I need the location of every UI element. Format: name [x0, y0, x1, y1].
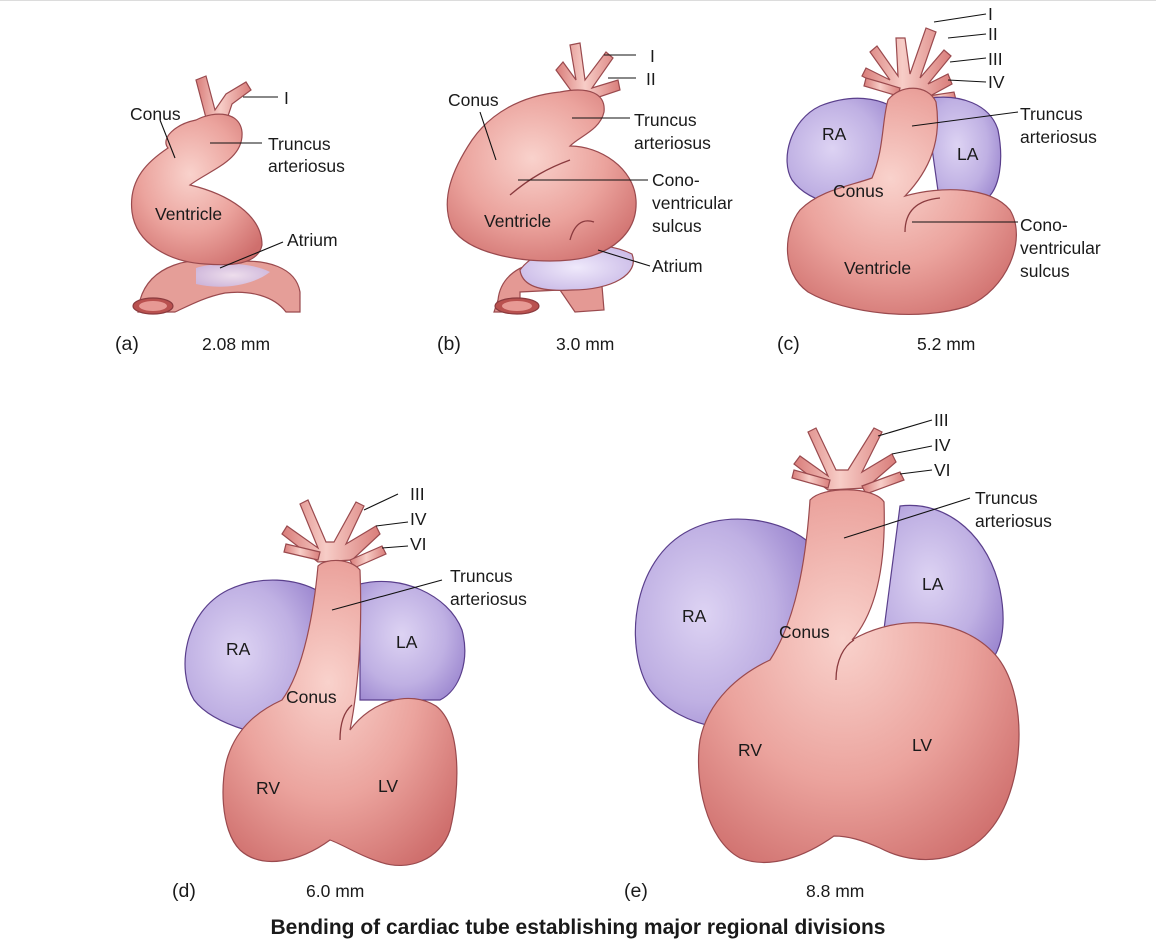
panel-c-size: 5.2 mm	[917, 334, 975, 354]
label-b-truncus-1: Truncus	[634, 110, 697, 130]
label-a-atrium: Atrium	[287, 230, 338, 250]
panel-c-letter: (c)	[777, 333, 800, 355]
label-d-ra: RA	[226, 639, 251, 659]
label-e-rv: RV	[738, 740, 762, 760]
label-b-cv-3: sulcus	[652, 216, 702, 236]
panel-a: Conus I Truncus arteriosus Ventricle Atr…	[115, 76, 345, 355]
label-e-truncus-2: arteriosus	[975, 511, 1052, 531]
panel-d-letter: (d)	[172, 880, 196, 902]
label-c-cv-3: sulcus	[1020, 261, 1070, 281]
label-c-arch-i: I	[988, 4, 993, 24]
panel-a-ventricle	[132, 114, 262, 265]
label-d-rv: RV	[256, 778, 280, 798]
label-d-lv: LV	[378, 776, 398, 796]
label-d-conus: Conus	[286, 687, 337, 707]
label-c-cv-2: ventricular	[1020, 238, 1101, 258]
label-a-truncus-1: Truncus	[268, 134, 331, 154]
label-d-truncus-1: Truncus	[450, 566, 513, 586]
panel-a-size: 2.08 mm	[202, 334, 270, 354]
panel-d: III IV VI Truncus arteriosus RA LA Conus…	[172, 484, 527, 902]
label-b-cv-1: Cono-	[652, 170, 700, 190]
label-c-truncus-2: arteriosus	[1020, 127, 1097, 147]
panel-a-letter: (a)	[115, 333, 139, 355]
panel-d-size: 6.0 mm	[306, 881, 364, 901]
label-a-conus: Conus	[130, 104, 181, 124]
label-c-cv-1: Cono-	[1020, 215, 1068, 235]
label-d-arch-iii: III	[410, 484, 425, 504]
label-e-truncus-1: Truncus	[975, 488, 1038, 508]
label-c-arch-iii: III	[988, 49, 1003, 69]
label-c-ventricle: Ventricle	[844, 258, 911, 278]
label-e-lv: LV	[912, 735, 932, 755]
label-d-la: LA	[396, 632, 418, 652]
label-b-conus: Conus	[448, 90, 499, 110]
label-a-ventricle: Ventricle	[155, 204, 222, 224]
figure-caption: Bending of cardiac tube establishing maj…	[271, 916, 886, 939]
label-b-arch-ii: II	[646, 69, 656, 89]
label-b-ventricle: Ventricle	[484, 211, 551, 231]
label-b-cv-2: ventricular	[652, 193, 733, 213]
panel-b-ventricle	[447, 90, 636, 261]
label-d-truncus-2: arteriosus	[450, 589, 527, 609]
label-d-arch-iv: IV	[410, 509, 427, 529]
label-e-arch-vi: VI	[934, 460, 951, 480]
panel-e-letter: (e)	[624, 880, 648, 902]
label-c-truncus-1: Truncus	[1020, 104, 1083, 124]
panel-b-size: 3.0 mm	[556, 334, 614, 354]
panel-b-letter: (b)	[437, 333, 461, 355]
label-e-arch-iv: IV	[934, 435, 951, 455]
label-e-ra: RA	[682, 606, 707, 626]
label-e-arch-iii: III	[934, 410, 949, 430]
panel-b-arches	[556, 43, 620, 98]
label-a-truncus-2: arteriosus	[268, 156, 345, 176]
label-d-arch-vi: VI	[410, 534, 427, 554]
panel-b: Conus I II Truncus arteriosus Cono- vent…	[437, 43, 733, 355]
panel-e-size: 8.8 mm	[806, 881, 864, 901]
label-c-ra: RA	[822, 124, 847, 144]
panel-e-arches	[792, 428, 904, 494]
panel-e: III IV VI Truncus arteriosus RA LA Conus…	[624, 410, 1052, 902]
label-a-arch-i: I	[284, 88, 289, 108]
label-c-la: LA	[957, 144, 979, 164]
panel-c: I II III IV Truncus arteriosus RA LA Con…	[777, 4, 1101, 355]
label-b-arch-i: I	[650, 46, 655, 66]
label-b-truncus-2: arteriosus	[634, 133, 711, 153]
label-e-conus: Conus	[779, 622, 830, 642]
label-c-conus: Conus	[833, 181, 884, 201]
label-c-arch-ii: II	[988, 24, 998, 44]
label-e-la: LA	[922, 574, 944, 594]
panel-d-arches	[282, 500, 386, 568]
label-c-arch-iv: IV	[988, 72, 1005, 92]
label-b-atrium: Atrium	[652, 256, 703, 276]
